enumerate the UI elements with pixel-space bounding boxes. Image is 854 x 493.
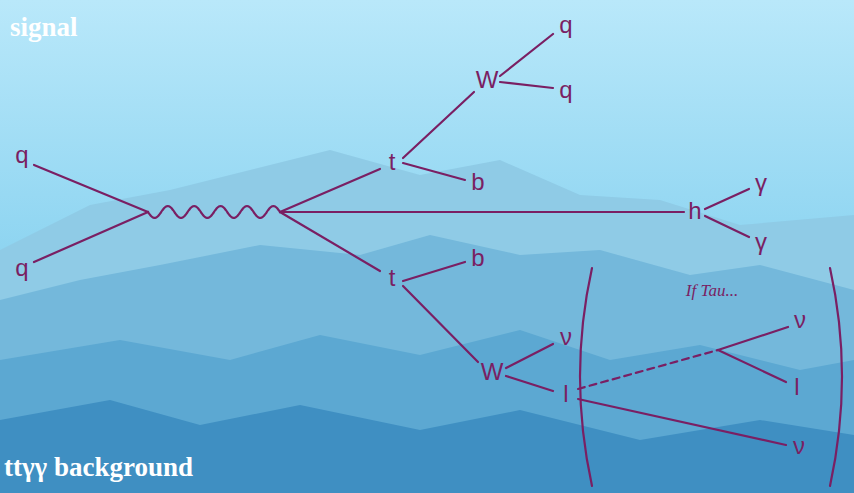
quark-line [34, 212, 148, 262]
photon-line [705, 189, 749, 209]
quark-line [500, 82, 553, 88]
particle-label: ν [793, 434, 805, 458]
note-text: If Tau... [686, 282, 738, 299]
b-line [403, 163, 465, 180]
mid-mountains [0, 235, 854, 493]
lepton-line [506, 376, 553, 391]
particle-label: b [471, 170, 484, 194]
quark-line [500, 34, 553, 76]
bracket [580, 268, 592, 486]
particle-label: b [471, 246, 484, 270]
quark-line [34, 165, 148, 212]
w-line [403, 286, 478, 362]
particle-label: q [559, 13, 572, 37]
lepton-line [718, 350, 786, 382]
far-mountains [0, 150, 854, 493]
top-line [280, 169, 380, 212]
particle-label: W [476, 68, 499, 92]
top-line [280, 212, 380, 271]
particle-label: t [389, 266, 396, 290]
particle-label: γ [755, 171, 767, 195]
particle-label: q [559, 78, 572, 102]
near-mountains [0, 330, 854, 493]
particle-label: ν [560, 325, 572, 349]
foreground-hills [0, 400, 854, 493]
particle-label: t [389, 150, 396, 174]
neutrino-line [506, 344, 553, 368]
particle-label: h [688, 199, 701, 223]
particle-label: l [794, 375, 799, 399]
tau-line [578, 350, 718, 389]
bracket [830, 268, 842, 486]
heading: signal [10, 14, 78, 41]
particle-label: q [15, 143, 28, 167]
particle-label: q [15, 256, 28, 280]
b-line [403, 262, 465, 281]
neutrino-line [578, 399, 786, 445]
higgs-line [280, 211, 684, 213]
w-line [403, 92, 474, 158]
particle-label: W [481, 360, 504, 384]
heading: ttγγ background [4, 454, 193, 481]
particle-label: γ [755, 230, 767, 254]
photon-line [705, 216, 749, 237]
particle-label: ν [794, 308, 806, 332]
neutrino-line [718, 327, 788, 350]
propagator-wave [148, 206, 280, 218]
particle-label: l [563, 382, 568, 406]
